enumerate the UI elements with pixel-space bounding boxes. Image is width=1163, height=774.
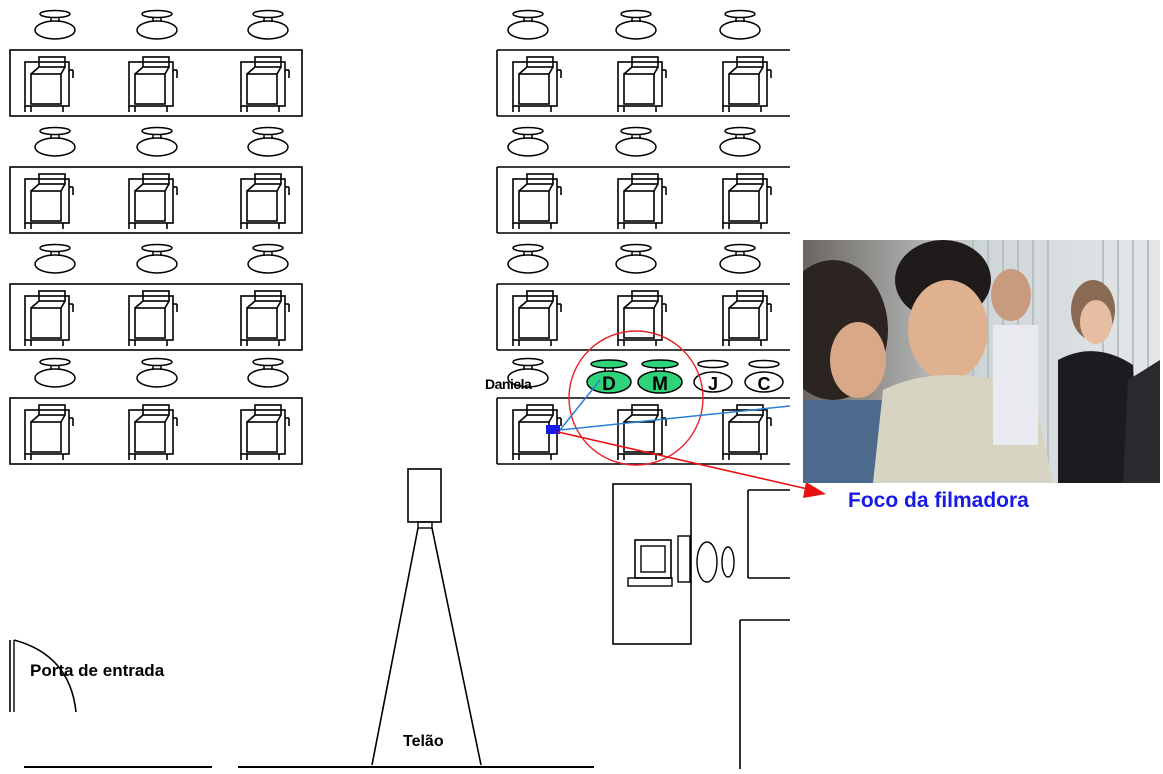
seat-letter-d: D bbox=[602, 374, 616, 395]
classroom-photo bbox=[803, 240, 1160, 483]
right-seats bbox=[507, 9, 772, 461]
observed-seats: D M J C bbox=[586, 359, 784, 395]
entrance-door-label: Porta de entrada bbox=[30, 661, 165, 680]
left-seats bbox=[24, 9, 290, 461]
teacher-desk bbox=[612, 483, 735, 645]
observer-name-label: Daniela bbox=[485, 376, 532, 392]
seat-letter-j: J bbox=[708, 374, 718, 394]
camera-focus-caption: Foco da filmadora bbox=[848, 489, 1029, 512]
seat-m bbox=[637, 359, 683, 394]
entrance-door-icon bbox=[9, 639, 77, 713]
right-desk-block bbox=[496, 49, 790, 465]
seat-c bbox=[744, 359, 784, 393]
screen-label: Telão bbox=[403, 733, 444, 750]
camera-focus-circle bbox=[568, 330, 704, 466]
sight-lines bbox=[546, 379, 791, 434]
right-walls bbox=[739, 489, 790, 769]
seat-letter-m: M bbox=[652, 374, 668, 395]
left-desk-block bbox=[9, 49, 303, 465]
projector bbox=[371, 468, 482, 766]
focus-arrow bbox=[557, 431, 826, 498]
seat-d bbox=[586, 359, 632, 394]
seat-letter-c: C bbox=[758, 374, 771, 394]
seat-j bbox=[693, 359, 733, 393]
